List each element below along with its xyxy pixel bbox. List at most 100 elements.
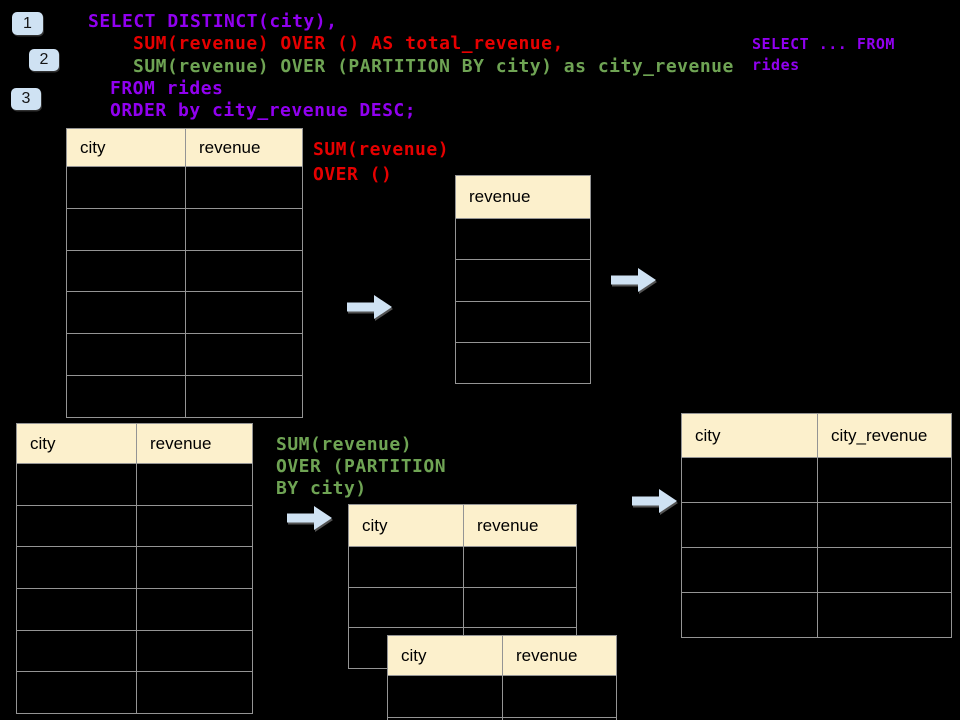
column-header-revenue: revenue [455, 175, 591, 219]
empty-cell [387, 675, 503, 718]
table-row [387, 717, 617, 720]
empty-cell [502, 717, 617, 720]
empty-cell [817, 547, 952, 593]
empty-cell [16, 463, 137, 506]
empty-cell [463, 546, 577, 588]
empty-cell [16, 588, 137, 631]
column-header-city: city [348, 504, 464, 547]
empty-cell [136, 546, 253, 590]
sql-line-select: SELECT DISTINCT(city), [88, 11, 338, 32]
table-row [681, 457, 952, 503]
table-row [16, 671, 253, 715]
annotation-partition-line-2: OVER (PARTITION [276, 456, 447, 477]
empty-cell [136, 588, 253, 631]
table-row [66, 207, 303, 251]
empty-cell [817, 457, 952, 503]
empty-cell [66, 374, 186, 418]
column-header-revenue: revenue [502, 635, 617, 676]
empty-cell [66, 291, 186, 335]
empty-cell [66, 333, 186, 376]
empty-cell [455, 217, 591, 261]
side-note-line-2: rides [752, 56, 800, 74]
table-row [681, 592, 952, 638]
empty-cell [185, 333, 303, 376]
column-header-city: city [387, 635, 503, 676]
empty-cell [455, 341, 591, 385]
empty-cell [817, 592, 952, 638]
column-header-revenue: revenue [463, 504, 577, 547]
empty-cell [817, 502, 952, 548]
table-row [16, 504, 253, 548]
column-header-revenue: revenue [136, 423, 253, 464]
step-badge-3-label: 3 [21, 90, 31, 107]
arrow-right-icon [632, 489, 677, 513]
table-source-top: city revenue [66, 128, 303, 418]
side-note-line-1: SELECT ... FROM [752, 35, 895, 53]
empty-cell [16, 671, 137, 715]
step-badge-2: 2 [29, 49, 59, 71]
empty-cell [681, 592, 818, 638]
table-row [681, 547, 952, 593]
table-source-bottom: city revenue [16, 423, 253, 715]
column-header-city: city [66, 128, 186, 167]
annotation-total-line-2: OVER () [313, 164, 393, 185]
sql-line-from: FROM rides [110, 78, 224, 99]
table-row [681, 502, 952, 548]
empty-cell [455, 300, 591, 343]
empty-cell [455, 259, 591, 302]
empty-cell [463, 586, 577, 629]
table-row [455, 217, 591, 261]
empty-cell [16, 504, 137, 548]
table-row [66, 249, 303, 293]
table-row [387, 675, 617, 718]
empty-cell [136, 671, 253, 715]
table-partition-front: city revenue [387, 635, 617, 720]
table-revenue-only: revenue [455, 175, 591, 385]
annotation-partition-line-1: SUM(revenue) [276, 434, 413, 455]
empty-cell [66, 249, 186, 293]
table-row [348, 586, 577, 629]
table-row [348, 546, 577, 588]
annotation-total-revenue: SUM(revenue) OVER () [313, 137, 449, 187]
empty-cell [681, 457, 818, 503]
empty-cell [136, 629, 253, 673]
annotation-total-line-1: SUM(revenue) [313, 139, 450, 160]
empty-cell [16, 629, 137, 673]
empty-cell [66, 166, 186, 209]
empty-cell [348, 586, 464, 629]
step-badge-3: 3 [11, 88, 41, 110]
empty-cell [185, 207, 303, 251]
table-partition-back: city revenue [348, 504, 577, 670]
table-row [16, 463, 253, 506]
column-header-city: city [681, 413, 818, 458]
table-row [66, 374, 303, 418]
empty-cell [681, 547, 818, 593]
column-header-revenue: revenue [185, 128, 303, 167]
annotation-partition: SUM(revenue) OVER (PARTITION BY city) [276, 434, 446, 500]
empty-cell [16, 546, 137, 590]
table-row [455, 259, 591, 302]
side-note: SELECT ... FROM rides [752, 34, 895, 76]
table-row [66, 333, 303, 376]
table-row [66, 166, 303, 209]
step-badge-2-label: 2 [39, 51, 49, 68]
empty-cell [185, 249, 303, 293]
table-city-revenue-result: city city_revenue [681, 413, 952, 638]
table-row [455, 300, 591, 343]
table-row [16, 629, 253, 673]
arrow-right-icon [611, 268, 656, 292]
table-row [16, 588, 253, 631]
empty-cell [681, 502, 818, 548]
step-badge-1-label: 1 [23, 14, 32, 32]
sql-line-total-revenue: SUM(revenue) OVER () AS total_revenue, [133, 33, 564, 54]
sql-line-order-by: ORDER by city_revenue DESC; [110, 100, 417, 121]
empty-cell [502, 675, 617, 718]
sql-line-city-revenue: SUM(revenue) OVER (PARTITION BY city) as… [133, 56, 734, 77]
empty-cell [348, 546, 464, 588]
empty-cell [185, 291, 303, 335]
table-row [66, 291, 303, 335]
column-header-city: city [16, 423, 137, 464]
table-row [16, 546, 253, 590]
column-header-city-revenue: city_revenue [817, 413, 952, 458]
